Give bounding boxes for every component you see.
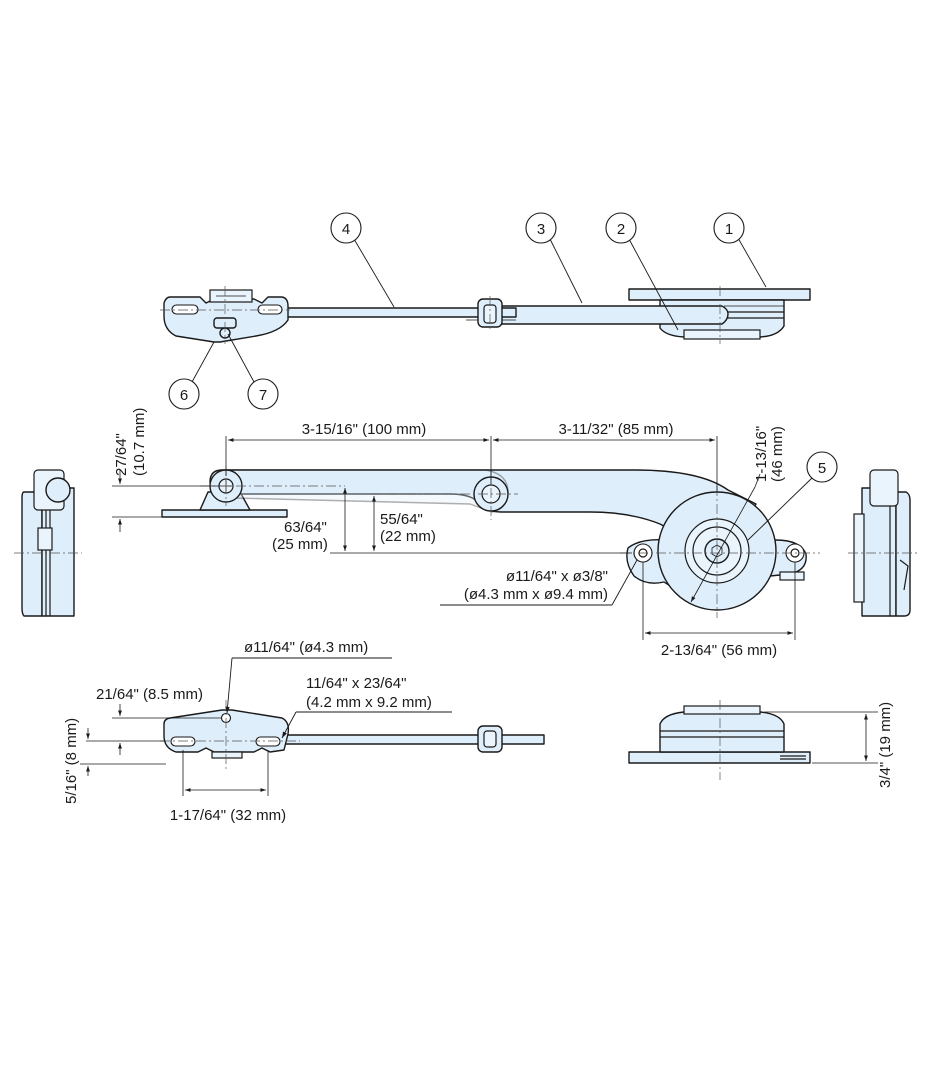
dim-height-offset-in: 27/64" bbox=[113, 433, 130, 476]
dim-drop-b-mm: (22 mm) bbox=[380, 528, 436, 545]
callout-5: 5 bbox=[818, 460, 826, 477]
callout-bubble-7 bbox=[247, 378, 279, 410]
dim-arm-length-b: 3-11/32" (85 mm) bbox=[558, 421, 673, 438]
bottom-base-plate bbox=[628, 751, 811, 764]
front-bracket-plate bbox=[161, 509, 288, 518]
callout-1: 1 bbox=[725, 221, 733, 238]
dim-pivot-hole: ø11/64" (ø4.3 mm) bbox=[244, 639, 368, 656]
right-view-body bbox=[861, 487, 897, 617]
callout-3: 3 bbox=[537, 221, 545, 238]
dim-height-offset-mm: (10.7 mm) bbox=[131, 408, 148, 476]
bottom-damper-cap bbox=[683, 705, 761, 715]
dim-slot-pitch: 1-17/64" (32 mm) bbox=[170, 807, 286, 824]
dim-boss-dia-in: 1-13/16" bbox=[753, 426, 770, 482]
dim-boss-dia-mm: (46 mm) bbox=[769, 426, 786, 482]
right-side-view bbox=[848, 469, 920, 617]
dim-body-height: 3/4" (19 mm) bbox=[877, 702, 894, 788]
left-side-view bbox=[14, 469, 82, 617]
callout-4: 4 bbox=[342, 221, 350, 238]
dim-slot-in: 11/64" x 23/64" bbox=[306, 675, 406, 692]
front-arm-short bbox=[209, 469, 509, 513]
callout-bubble-5 bbox=[806, 451, 838, 483]
front-label-plate bbox=[779, 571, 805, 581]
callout-bubble-2 bbox=[605, 212, 637, 244]
right-view-plate bbox=[895, 491, 911, 617]
top-base-plate bbox=[628, 288, 811, 301]
dim-drop-a-mm: (25 mm) bbox=[272, 536, 328, 553]
callout-bubble-1 bbox=[713, 212, 745, 244]
callout-bubble-4 bbox=[330, 212, 362, 244]
top-view: 1 2 3 4 6 7 bbox=[160, 212, 811, 410]
dim-bracket-offset: 21/64" (8.5 mm) bbox=[96, 686, 203, 703]
dim-drop-b-in: 55/64" bbox=[380, 511, 423, 528]
dim-arm-length-a: 3-15/16" (100 mm) bbox=[302, 421, 427, 438]
top-bracket-slot-left bbox=[171, 304, 199, 315]
bottom-arm bbox=[281, 734, 545, 745]
top-arm-long bbox=[485, 305, 729, 325]
callout-6: 6 bbox=[180, 387, 188, 404]
top-bracket-slot-right bbox=[257, 304, 283, 315]
callout-bubble-3 bbox=[525, 212, 557, 244]
dim-mount-pitch: 2-13/64" (56 mm) bbox=[661, 642, 777, 659]
dim-drop-a-in: 63/64" bbox=[284, 519, 327, 536]
bottom-view: ø11/64" (ø4.3 mm) 11/64" x 23/64" (4.2 m… bbox=[63, 639, 894, 824]
front-view: 3-15/16" (100 mm) 3-11/32" (85 mm) 27/64… bbox=[112, 408, 838, 659]
dim-slot-mm: (4.2 mm x 9.2 mm) bbox=[306, 694, 432, 711]
callout-bubble-6 bbox=[168, 378, 200, 410]
dim-bracket-height: 5/16" (8 mm) bbox=[63, 718, 80, 804]
callout-7: 7 bbox=[259, 387, 267, 404]
callout-2: 2 bbox=[617, 221, 625, 238]
dim-countersink-mm: (ø4.3 mm x ø9.4 mm) bbox=[464, 586, 608, 603]
bottom-damper-body bbox=[659, 711, 785, 753]
bottom-bracket-slot-right bbox=[255, 736, 281, 747]
bottom-bracket-slot-left bbox=[170, 736, 196, 747]
top-damper-base bbox=[683, 329, 761, 340]
dim-countersink-in: ø11/64" x ø3/8" bbox=[506, 568, 608, 585]
left-view-plate bbox=[21, 491, 43, 617]
